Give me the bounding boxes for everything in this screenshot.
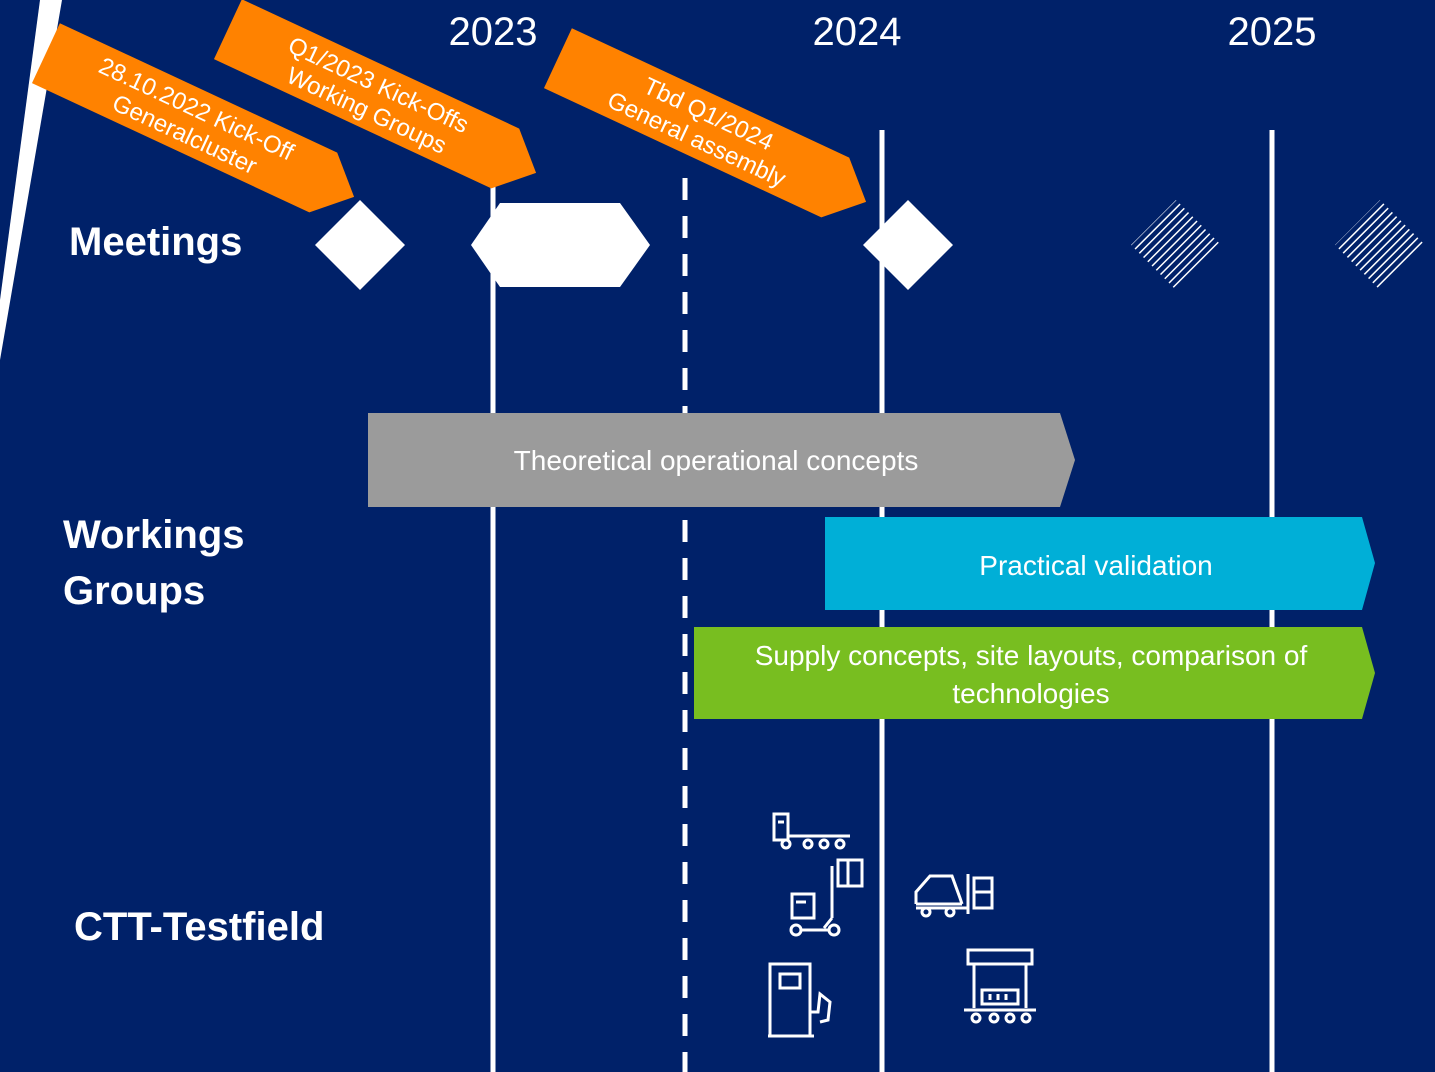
row-label-working-groups-line2: Groups bbox=[63, 569, 205, 613]
milestone-hatched-diamond-2 bbox=[1335, 200, 1425, 290]
row-label-meetings: Meetings bbox=[69, 220, 242, 264]
bar-theoretical-label: Theoretical operational concepts bbox=[514, 445, 919, 476]
bar-supply-label-line2: technologies bbox=[952, 678, 1109, 709]
year-label-2023: 2023 bbox=[449, 10, 538, 54]
milestone-diamond-2022 bbox=[315, 200, 405, 290]
forklift-icon bbox=[789, 858, 864, 937]
milestone-diamond-2024 bbox=[863, 200, 953, 290]
bar-supply-label-line1: Supply concepts, site layouts, compariso… bbox=[755, 640, 1308, 671]
left-edge-wedge-inner bbox=[0, 0, 40, 300]
bar-supply-concepts bbox=[694, 627, 1375, 719]
reach-stacker-icon bbox=[914, 874, 994, 918]
bar-theoretical-concepts bbox=[368, 413, 1075, 507]
tractor-trailer-icon bbox=[772, 812, 850, 850]
year-label-2024: 2024 bbox=[813, 10, 902, 54]
gantry-crane-icon bbox=[964, 948, 1036, 1024]
milestone-hexagon-2023 bbox=[471, 203, 650, 287]
row-label-working-groups-line1: Workings bbox=[63, 513, 245, 557]
bar-practical-label: Practical validation bbox=[979, 550, 1212, 581]
row-label-ctt-testfield: CTT-Testfield bbox=[74, 905, 324, 949]
milestone-hatched-diamond-1 bbox=[1131, 200, 1221, 290]
year-label-2025: 2025 bbox=[1228, 10, 1317, 54]
charging-station-icon bbox=[768, 962, 832, 1038]
bar-practical-validation bbox=[825, 517, 1375, 610]
